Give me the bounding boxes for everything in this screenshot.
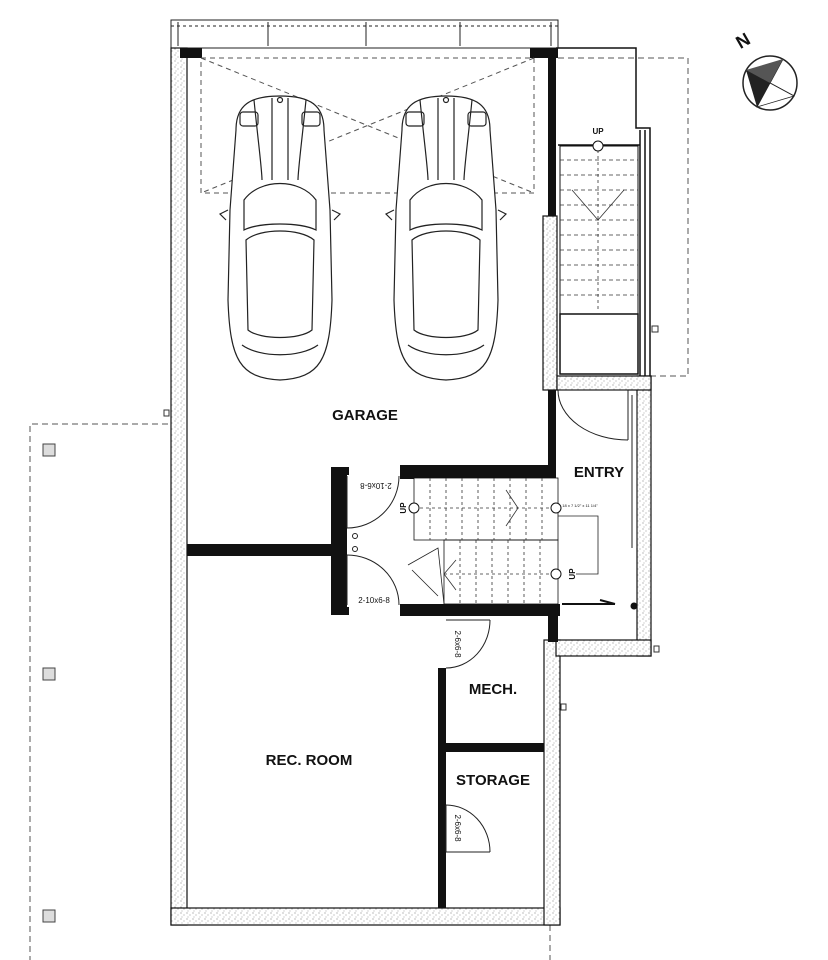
post-1 — [42, 443, 56, 457]
hose-bib — [651, 325, 659, 333]
stair-up-marker-2 — [550, 502, 562, 514]
post-2 — [42, 667, 56, 681]
door-tag-garage-upper: 2-10x6-8 — [360, 481, 392, 490]
exterior-stair-enclosure — [556, 47, 651, 376]
door-tag-garage-lower: 2-10x6-8 — [358, 596, 390, 605]
deck-posts — [42, 443, 56, 923]
entry-door — [557, 389, 629, 441]
garage-right-wall — [548, 58, 556, 216]
stair-up-marker-3 — [550, 568, 562, 580]
stair-up-label-1: UP — [399, 502, 408, 514]
stair-up-marker — [592, 140, 604, 152]
garage-door-upper — [346, 475, 400, 539]
exterior-stair-up-label: UP — [592, 127, 604, 136]
exterior-stair — [559, 145, 639, 375]
stair-railing — [562, 599, 638, 610]
room-label-rec-room: REC. ROOM — [266, 752, 353, 769]
north-label: N — [732, 29, 753, 53]
entry-sidelights — [631, 395, 638, 548]
foundation-walls — [170, 47, 652, 926]
storage-door — [445, 804, 491, 853]
post-3 — [42, 909, 56, 923]
car-right — [384, 95, 508, 381]
room-label-storage: STORAGE — [456, 772, 530, 789]
stair-note: 18 x 7 1/2" x 11 1/4" — [562, 503, 598, 508]
mech-door — [445, 619, 491, 669]
stair-up-marker-1 — [408, 502, 420, 514]
garage-door-header — [170, 19, 559, 49]
column-right — [530, 48, 558, 58]
room-label-garage: GARAGE — [332, 407, 398, 424]
wall-marker-right — [560, 703, 567, 711]
car-left — [218, 95, 342, 381]
north-arrow — [742, 55, 798, 111]
door-tag-mech: 2-6x6-8 — [453, 630, 462, 658]
garage-door-lower — [346, 546, 400, 606]
interior-walls — [187, 390, 560, 908]
overhead-dashed-outline — [29, 57, 689, 960]
wall-marker-left — [163, 409, 170, 417]
door-tag-storage: 2-6x6-8 — [453, 814, 462, 842]
wall-marker-entry — [653, 645, 660, 653]
room-label-mech: MECH. — [469, 681, 517, 698]
column-left — [180, 48, 202, 58]
room-label-entry: ENTRY — [574, 464, 624, 481]
stair-up-label-2: UP — [568, 568, 577, 580]
interior-stair — [407, 477, 599, 605]
